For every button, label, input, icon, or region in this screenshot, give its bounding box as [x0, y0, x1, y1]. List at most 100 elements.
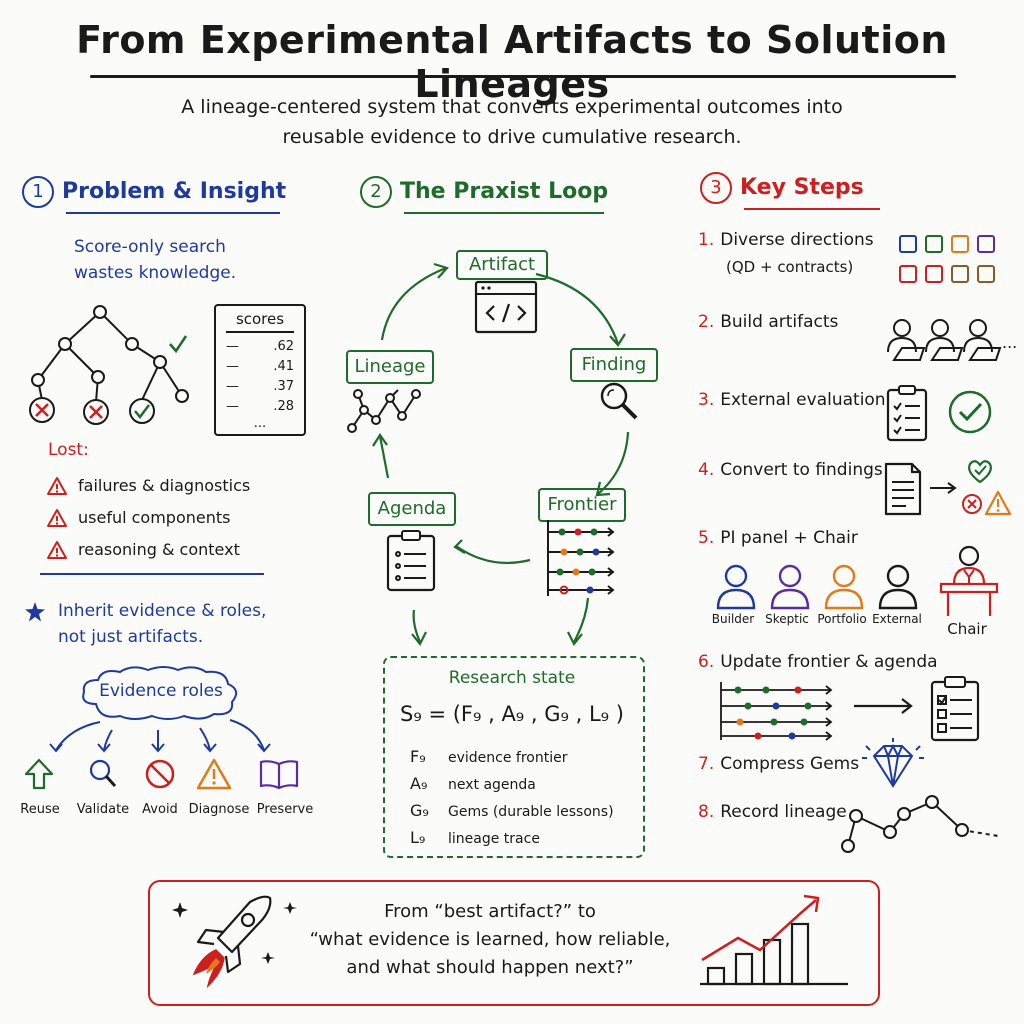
skeptic-person-icon — [770, 564, 810, 610]
research-state-box — [383, 656, 645, 858]
section-1-number: 1 — [22, 176, 54, 208]
section-3-title: Key Steps — [740, 175, 864, 200]
lineage-node: Lineage — [346, 350, 434, 384]
builders-icon: ... — [887, 319, 1017, 361]
lineage-record-icon — [841, 795, 999, 853]
section-3-heading: 3 Key Steps — [700, 172, 864, 204]
page-title: From Experimental Artifacts to Solution … — [76, 18, 948, 106]
star-icon — [25, 602, 45, 622]
book-icon — [259, 760, 299, 790]
praxist-loop-arrows — [372, 262, 630, 647]
scores-card: scores —.62 —.41 —.37 —.28 ... — [214, 304, 306, 436]
chair-podium-icon — [939, 545, 999, 616]
insight-line-2: not just artifacts. — [58, 627, 204, 647]
score-note-line-1: Score-only search — [74, 237, 226, 257]
builder-person-icon — [716, 564, 756, 610]
role-label-validate: Validate — [76, 802, 130, 817]
check-circle-icon — [948, 390, 992, 434]
bottom-quote: From “best artifact?” to “what evidence … — [300, 898, 680, 982]
agenda-label: Agenda — [377, 498, 447, 519]
artifact-label: Artifact — [468, 254, 536, 275]
findings-conversion-icon — [884, 460, 1012, 516]
warning-icon — [47, 541, 67, 559]
portfolio-person-icon — [824, 564, 864, 610]
section-3-number: 3 — [700, 172, 732, 204]
chair-label: Chair — [947, 620, 987, 638]
panel-label-skeptic: Skeptic — [765, 612, 809, 626]
error-circle-icon — [962, 494, 982, 514]
arrow-right-icon — [854, 698, 913, 714]
frontier-label: Frontier — [547, 494, 617, 515]
panel-label-builder: Builder — [711, 612, 755, 626]
step-2: 2.Build artifacts — [698, 312, 839, 332]
external-person-icon — [878, 564, 918, 610]
subtitle-line-2: reusable evidence to drive cumulative re… — [282, 126, 742, 148]
section-1-underline — [66, 212, 280, 214]
section-3-underline — [744, 208, 880, 210]
gem-icon — [862, 738, 924, 788]
pi-panel-icons — [716, 564, 918, 610]
failed-node-icon — [29, 397, 55, 423]
section-2-number: 2 — [360, 176, 392, 208]
role-label-reuse: Reuse — [20, 802, 60, 817]
score-row: —.41 — [226, 358, 294, 374]
state-formula: S₉ = (F₉ , A₉ , G₉ , L₉ ) — [400, 702, 624, 726]
frontier-chart-icon — [547, 520, 615, 596]
section-2-title: The Praxist Loop — [400, 179, 609, 204]
score-row: —.37 — [226, 378, 294, 394]
magnifier-icon — [600, 382, 638, 420]
lineage-label: Lineage — [354, 356, 426, 377]
magnifier-icon — [89, 759, 117, 788]
lineage-graph-icon — [347, 389, 421, 433]
diverse-directions-grid-icon — [899, 235, 995, 283]
score-row: —.28 — [226, 398, 294, 414]
warning-icon — [47, 509, 67, 527]
frontier-update-chart-icon — [720, 682, 833, 741]
warning-icon — [984, 490, 1012, 516]
step-1-sub: (QD + contracts) — [726, 258, 854, 276]
sparkle-icon — [172, 902, 297, 964]
bottom-quote-line-2: “what evidence is learned, how reliable, — [309, 929, 671, 950]
rocket-icon — [172, 895, 297, 989]
section-1-heading: 1 Problem & Insight — [22, 176, 286, 208]
step-3: 3.External evaluation — [698, 390, 886, 410]
agenda-node: Agenda — [368, 492, 456, 526]
title-underline — [90, 75, 956, 78]
scores-title: scores — [235, 310, 285, 328]
failed-node-icon — [83, 399, 109, 425]
score-only-note: Score-only search wastes knowledge. — [74, 234, 236, 286]
role-label-avoid: Avoid — [142, 802, 178, 817]
finding-node: Finding — [570, 348, 658, 382]
section-2-underline — [404, 212, 604, 214]
agenda-clipboard-icon — [930, 676, 980, 742]
section-1-title: Problem & Insight — [62, 179, 287, 204]
bottom-callout-box — [148, 880, 880, 1006]
role-label-diagnose: Diagnose — [188, 802, 250, 817]
subtitle: A lineage-centered system that converts … — [60, 92, 964, 152]
step-5: 5.PI panel + Chair — [698, 528, 858, 548]
evaluation-checklist-icon — [886, 385, 992, 442]
insight-text: Inherit evidence & roles, not just artif… — [58, 598, 266, 650]
warning-icon — [196, 758, 232, 790]
lost-item: failures & diagnostics — [46, 470, 250, 502]
bottom-quote-line-3: and what should happen next?” — [346, 957, 634, 978]
finding-label: Finding — [581, 354, 647, 375]
lost-item: useful components — [46, 502, 250, 534]
score-row: —.62 — [226, 338, 294, 354]
growth-chart-icon — [700, 894, 848, 986]
search-tree-diagram — [29, 305, 189, 425]
svg-text:...: ... — [1002, 333, 1017, 352]
step-8: 8.Record lineage — [698, 802, 847, 822]
bottom-quote-line-1: From “best artifact?” to — [384, 901, 596, 922]
evidence-roles-arrows — [49, 719, 271, 753]
lost-list: failures & diagnostics useful components… — [46, 470, 250, 566]
evidence-roles-cloud — [82, 666, 238, 720]
checkmark-icon — [169, 335, 188, 354]
role-label-preserve: Preserve — [256, 802, 314, 817]
warning-icon — [47, 477, 67, 495]
